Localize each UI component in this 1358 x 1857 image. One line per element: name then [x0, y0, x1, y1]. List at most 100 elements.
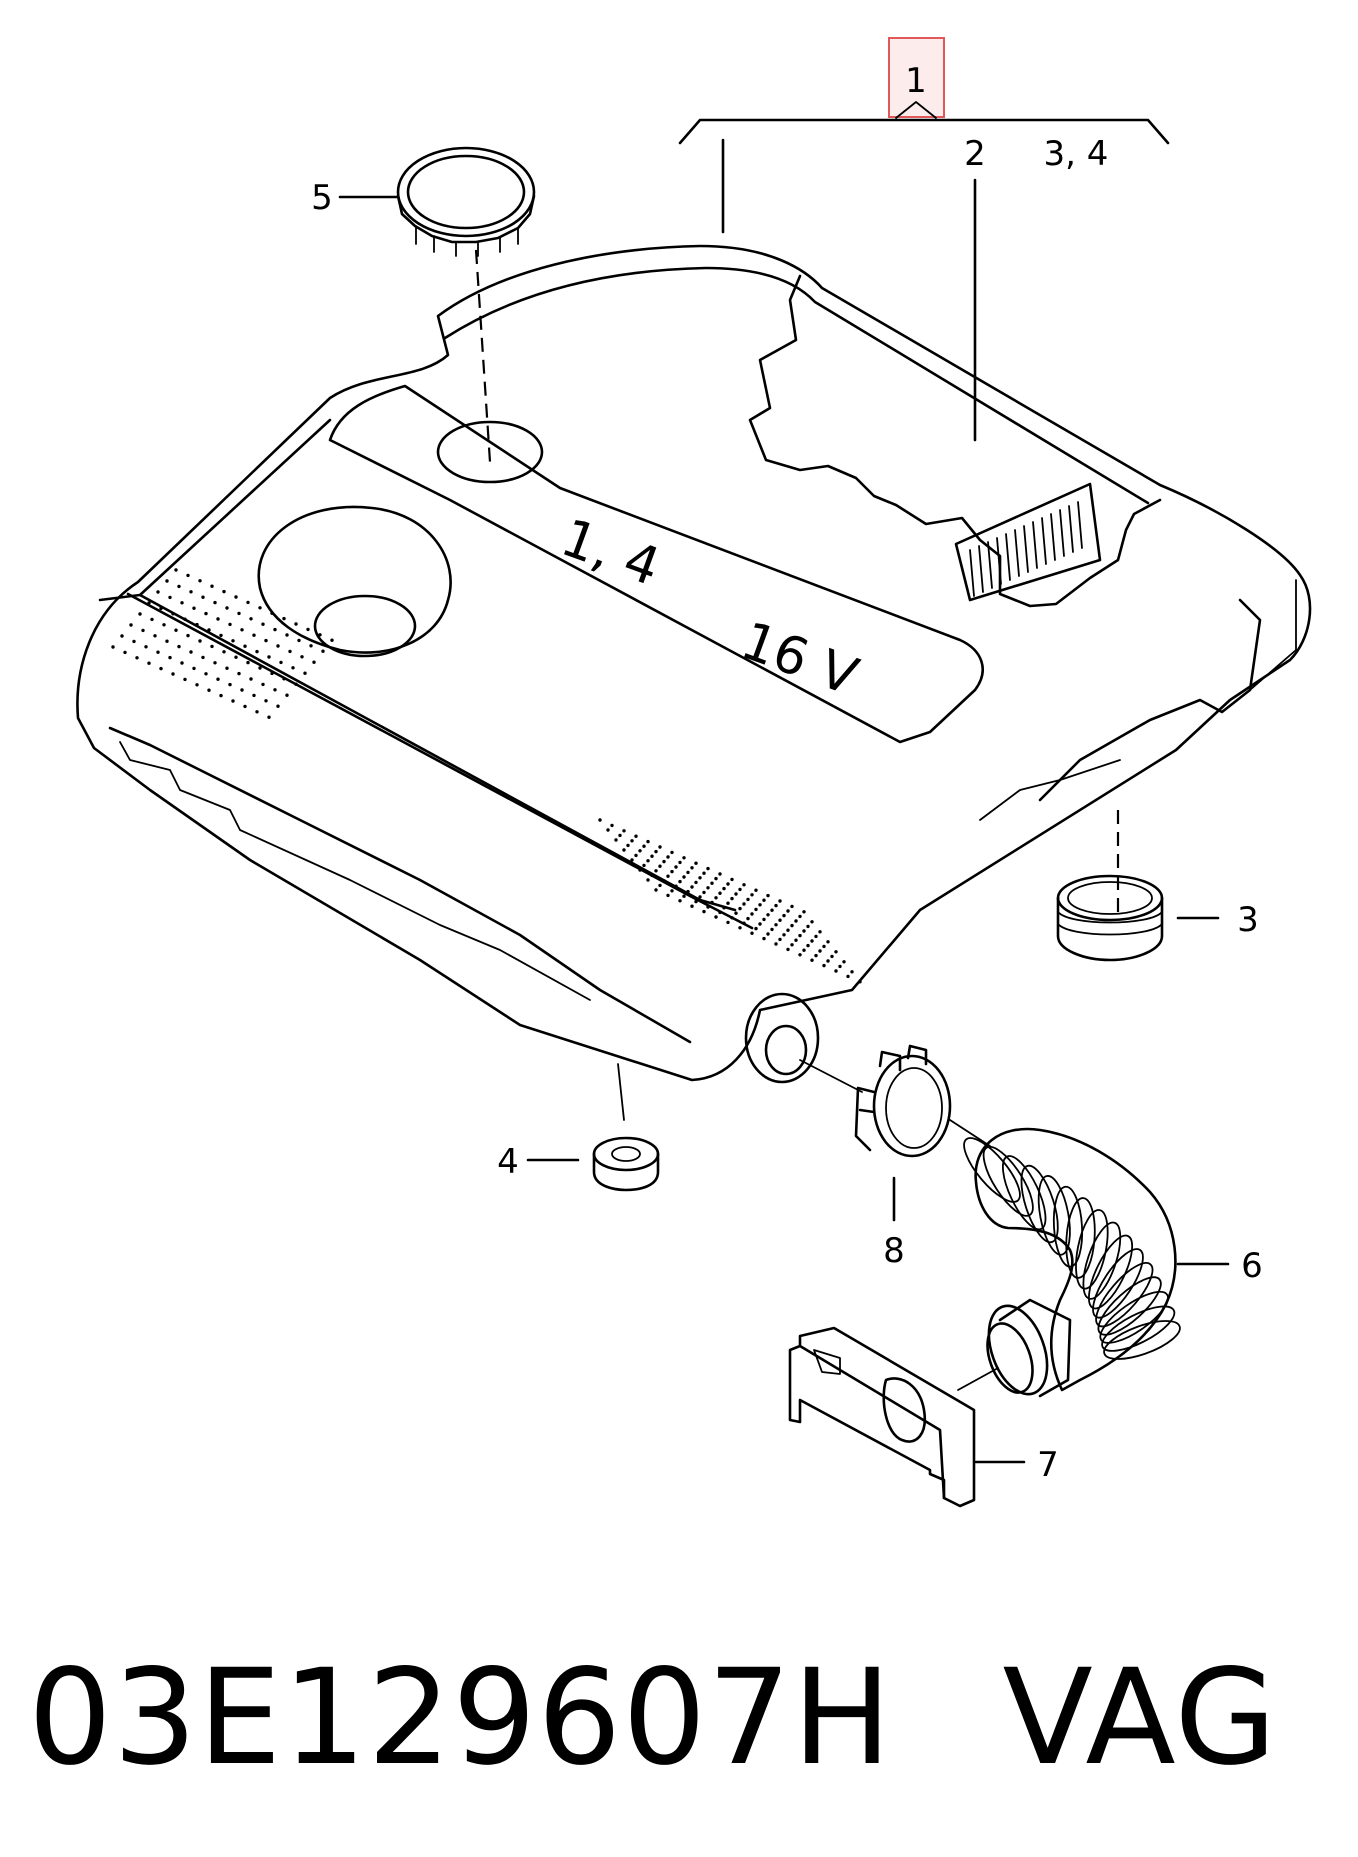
texture-dot [258, 666, 262, 670]
cap-skirt [396, 194, 536, 244]
texture-dot [726, 901, 730, 905]
texture-dot [318, 633, 322, 637]
texture-dot [279, 660, 283, 665]
texture-dot [159, 606, 163, 611]
texture-dot [168, 595, 172, 600]
texture-left [111, 568, 334, 719]
texture-dot [228, 682, 232, 687]
texture-dot [654, 888, 658, 892]
texture-dot [270, 611, 274, 615]
hatch-line [1032, 521, 1038, 569]
texture-dot [798, 953, 802, 957]
texture-dot [658, 864, 662, 868]
part-3-grommet[interactable]: 3 [1056, 874, 1259, 962]
callout-1-highlight-box[interactable] [888, 37, 945, 118]
texture-dot [722, 886, 726, 891]
cutaway-edge [748, 274, 1162, 608]
texture-dot [276, 704, 280, 708]
part-7-bracket[interactable]: 7 [788, 1326, 1059, 1508]
hatch-line [1077, 501, 1083, 549]
texture-dot [192, 606, 196, 610]
cover-nozzle-outer [744, 992, 820, 1084]
texture-dot [174, 568, 178, 572]
texture-dot [686, 870, 690, 875]
texture-dot [646, 839, 650, 844]
texture-dot [216, 617, 220, 621]
texture-dot [750, 912, 754, 916]
texture-dot [174, 628, 178, 632]
texture-dot [156, 590, 160, 594]
hose-rib [1052, 1185, 1084, 1268]
texture-dot [738, 906, 742, 911]
texture-dot [754, 888, 758, 892]
hose-end-inner [986, 1322, 1034, 1394]
texture-dot [297, 638, 301, 643]
texture-dot [698, 876, 702, 880]
texture-dot [746, 916, 750, 921]
texture-dot [778, 918, 782, 922]
part-4-grommet[interactable]: 4 [497, 1136, 660, 1192]
part-8-clamp[interactable]: 8 [854, 1044, 991, 1271]
texture-dot [754, 907, 758, 912]
texture-dot [662, 879, 666, 883]
texture-dot [201, 655, 205, 660]
part-6-hose[interactable]: 6 [956, 1127, 1263, 1402]
texture-dot [261, 682, 265, 687]
texture-dot [690, 904, 694, 908]
oil-filler-opening [436, 420, 544, 484]
intake-opening [257, 505, 452, 654]
texture-dot [718, 891, 722, 895]
texture-dot [186, 573, 190, 578]
texture-dot [790, 904, 794, 909]
texture-dot [291, 666, 295, 670]
texture-dot [834, 950, 838, 954]
hatch-line [978, 545, 984, 593]
texture-dot [638, 868, 642, 872]
texture-dot [782, 933, 786, 937]
texture-dot [706, 886, 710, 890]
hatch-line [1068, 505, 1074, 553]
texture-dot [698, 895, 702, 899]
texture-dot [798, 914, 802, 919]
texture-dot [240, 628, 244, 632]
grommet-4-guide [617, 1063, 625, 1121]
texture-dot [714, 915, 718, 919]
texture-dot [165, 579, 169, 583]
texture-dot [770, 908, 774, 912]
grommet-3-ridges [1057, 911, 1163, 936]
hatch-line [969, 549, 975, 597]
texture-dot [309, 644, 313, 648]
texture-dot [766, 913, 770, 917]
texture-dot [330, 638, 334, 642]
hatch-line [1023, 525, 1029, 573]
texture-dot [694, 899, 698, 904]
engine-cover: 1, 4 16 V [76, 244, 1312, 1121]
texture-dot [249, 617, 253, 621]
texture-dot [201, 595, 205, 599]
part-5-cap[interactable]: 5 [311, 146, 536, 257]
callout-8-label: 8 [883, 1231, 905, 1271]
hatch-line [1050, 513, 1056, 561]
texture-dot [802, 929, 806, 933]
texture-dot [690, 866, 694, 870]
clamp-ring-outer [872, 1054, 952, 1158]
callout-1-arrow [895, 101, 937, 119]
texture-dot [177, 584, 181, 589]
hose-rib [1101, 1305, 1176, 1352]
texture-dot [814, 953, 818, 958]
texture-dot [189, 590, 193, 594]
texture-dot [195, 683, 199, 687]
texture-dot [766, 932, 770, 936]
callout-1-label: 1 [905, 61, 927, 101]
texture-dot [822, 944, 826, 949]
texture-dot [674, 884, 678, 888]
hose-rib [1099, 1290, 1169, 1344]
texture-dot [670, 850, 674, 855]
hose-corrugations [963, 1137, 1181, 1360]
texture-dot [734, 911, 738, 915]
cap-top [396, 146, 536, 238]
cover-bottom-right [979, 759, 1121, 821]
texture-dot [714, 896, 718, 900]
texture-dot [718, 872, 722, 876]
